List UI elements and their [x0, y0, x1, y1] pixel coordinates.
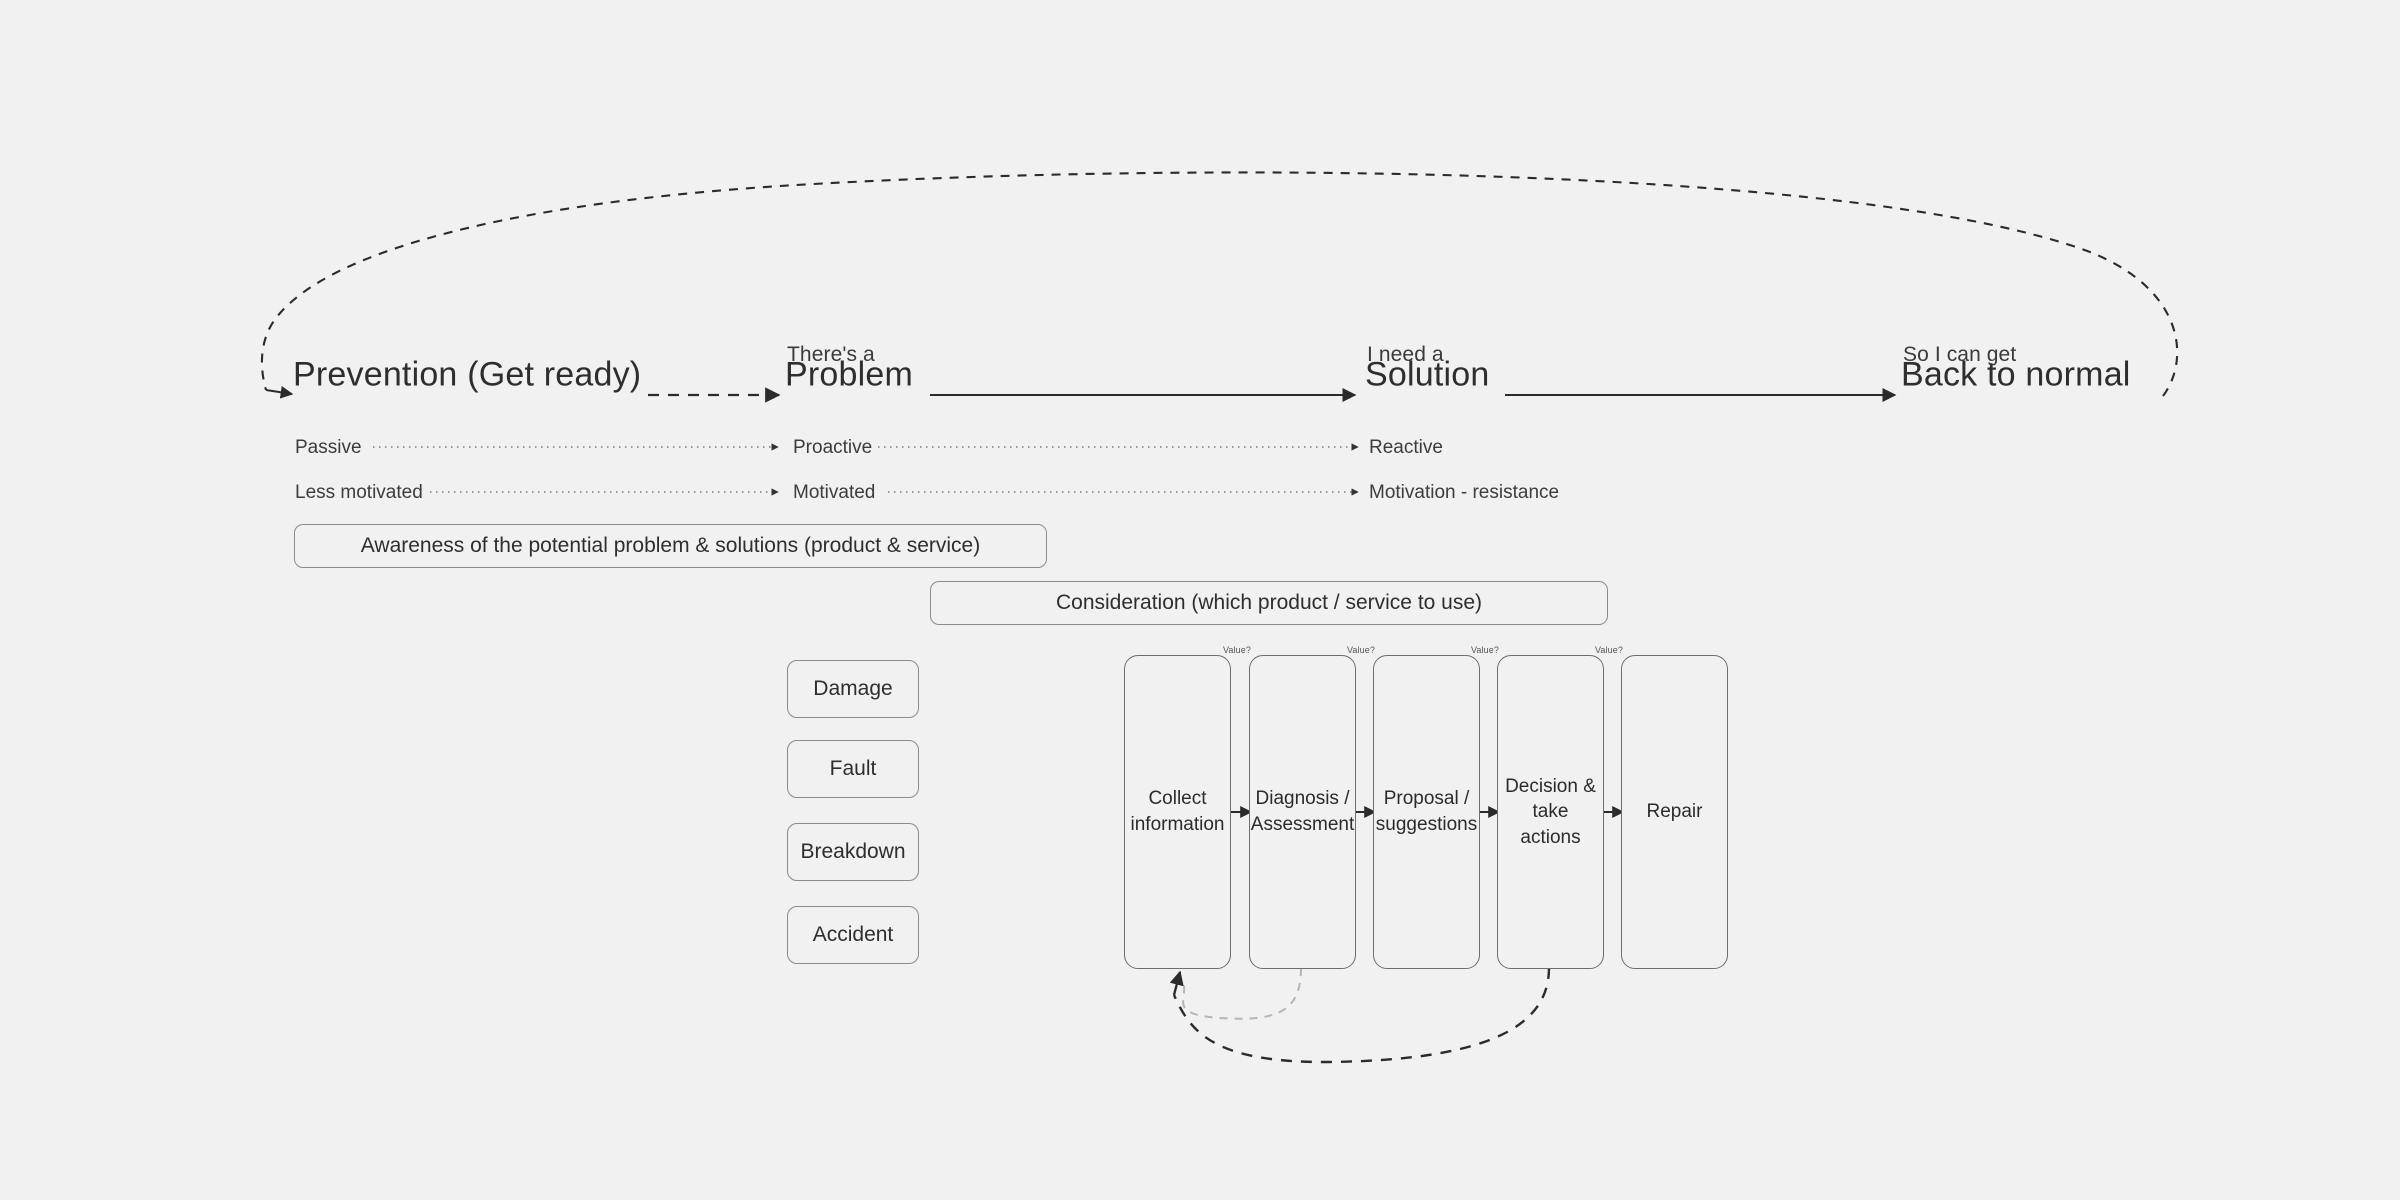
value-tag-3: Value?	[1471, 645, 1499, 655]
process-box-proposal-suggestions[interactable]: Proposal / suggestions	[1373, 655, 1480, 969]
chip-accident[interactable]: Accident	[787, 906, 919, 964]
stage-title-back-to-normal[interactable]: Back to normal	[1901, 355, 2131, 394]
process-box-line2: suggestions	[1375, 814, 1478, 835]
process-box-line1: Repair	[1646, 801, 1703, 823]
process-box-diagnosis-assessment[interactable]: Diagnosis / Assessment	[1249, 655, 1356, 969]
process-box-line2: information	[1130, 814, 1225, 835]
banner-awareness[interactable]: Awareness of the potential problem & sol…	[294, 524, 1047, 568]
value-tag-4: Value?	[1595, 645, 1623, 655]
process-box-line1: Diagnosis /	[1255, 788, 1350, 810]
axis-label-less-motivated: Less motivated	[295, 482, 423, 503]
process-box-repair[interactable]: Repair	[1621, 655, 1728, 969]
process-box-line2: take actions	[1520, 801, 1581, 848]
axis-label-proactive: Proactive	[793, 437, 873, 458]
chip-damage[interactable]: Damage	[787, 660, 919, 718]
stage-caption-solution: I need a	[1367, 343, 1444, 366]
feedback-loop-dark	[1169, 967, 1551, 1064]
process-box-line1: Collect	[1148, 788, 1207, 810]
banner-consideration[interactable]: Consideration (which product / service t…	[930, 581, 1608, 625]
stage-caption-back-to-normal: So I can get	[1903, 343, 2017, 366]
process-box-collect-information[interactable]: Collect information	[1124, 655, 1231, 969]
stage-title-prevention[interactable]: Prevention (Get ready)	[293, 355, 642, 394]
axis-label-motivation-resistance: Motivation - resistance	[1369, 482, 1560, 503]
value-tag-2: Value?	[1347, 645, 1375, 655]
stage-title-solution[interactable]: Solution	[1365, 355, 1490, 394]
stage-caption-problem: There's a	[787, 343, 875, 366]
axis-label-passive: Passive	[295, 437, 362, 458]
process-box-line1: Decision &	[1505, 775, 1596, 797]
stage-title-problem[interactable]: Problem	[785, 355, 914, 394]
chip-breakdown[interactable]: Breakdown	[787, 823, 919, 881]
axis-label-motivated: Motivated	[793, 482, 876, 503]
value-tag-1: Value?	[1223, 645, 1251, 655]
feedback-loop-light	[1179, 967, 1302, 1020]
chip-fault[interactable]: Fault	[787, 740, 919, 798]
process-box-decision-take-actions[interactable]: Decision & take actions	[1497, 655, 1604, 969]
process-box-line1: Proposal /	[1383, 788, 1470, 810]
process-box-line2: Assessment	[1250, 814, 1355, 835]
axis-label-reactive: Reactive	[1369, 437, 1443, 458]
